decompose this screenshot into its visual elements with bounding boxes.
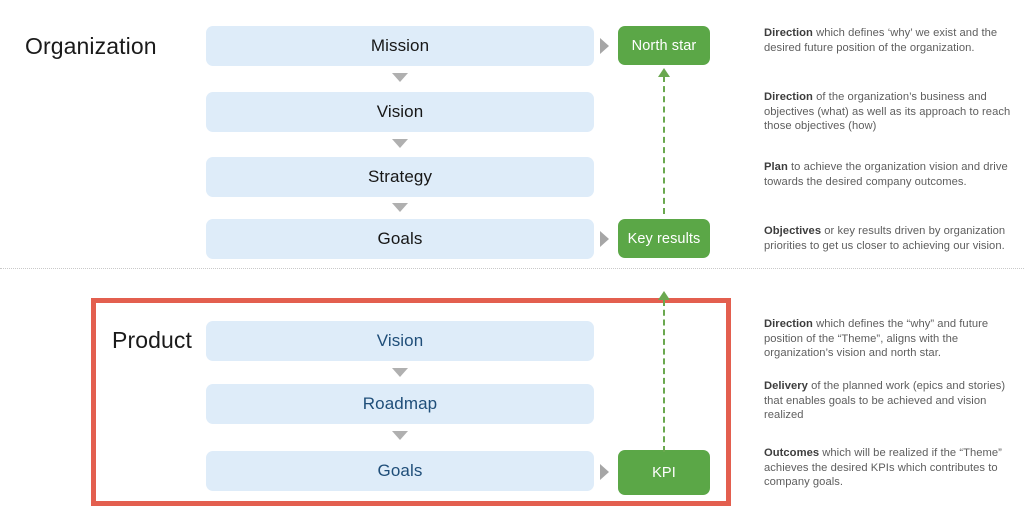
note-vision: Direction of the organization’s business… bbox=[764, 90, 1022, 134]
note-mission: Direction which defines ‘why’ we exist a… bbox=[764, 26, 1022, 55]
note-lead: Delivery bbox=[764, 380, 808, 392]
note-body: which defines ‘why’ we exist and the des… bbox=[764, 27, 998, 54]
note-lead: Direction bbox=[764, 27, 813, 39]
org-box-vision[interactable]: Vision bbox=[206, 92, 594, 132]
product-box-roadmap[interactable]: Roadmap bbox=[206, 384, 594, 424]
connector-down-arrow-icon bbox=[392, 73, 408, 82]
section-divider bbox=[0, 268, 1024, 269]
note-lead: Direction bbox=[764, 318, 813, 330]
note-strategy: Plan to achieve the organization vision … bbox=[764, 160, 1022, 189]
note-goals: Objectives or key results driven by orga… bbox=[764, 224, 1022, 253]
alignment-dashed-line bbox=[663, 300, 665, 452]
connector-down-arrow-icon bbox=[392, 203, 408, 212]
note-body: which will be realized if the “Theme” ac… bbox=[764, 447, 1002, 489]
note-body: which defines the “why” and future posit… bbox=[764, 318, 989, 360]
alignment-dashed-line bbox=[663, 76, 665, 214]
note-body: to achieve the organization vision and d… bbox=[764, 161, 1008, 188]
org-box-mission[interactable]: Mission bbox=[206, 26, 594, 66]
note-body: of the organization’s business and objec… bbox=[764, 91, 1011, 133]
connector-down-arrow-icon bbox=[392, 139, 408, 148]
product-section-heading: Product bbox=[112, 327, 192, 353]
connector-down-arrow-icon bbox=[392, 368, 408, 377]
note-body: or key results driven by organization pr… bbox=[764, 225, 1006, 252]
connector-down-arrow-icon bbox=[392, 431, 408, 440]
org-box-goals[interactable]: Goals bbox=[206, 219, 594, 259]
org-box-strategy[interactable]: Strategy bbox=[206, 157, 594, 197]
alignment-arrowhead-icon bbox=[658, 68, 670, 77]
badge-north-star[interactable]: North star bbox=[618, 26, 710, 65]
product-box-goals[interactable]: Goals bbox=[206, 451, 594, 491]
note-body: of the planned work (epics and stories) … bbox=[764, 380, 1006, 422]
organization-section-heading: Organization bbox=[25, 33, 157, 59]
note-lead: Objectives bbox=[764, 225, 822, 237]
product-box-vision[interactable]: Vision bbox=[206, 321, 594, 361]
badge-kpi[interactable]: KPI bbox=[618, 450, 710, 495]
note-lead: Direction bbox=[764, 91, 813, 103]
badge-pointer-arrow-icon bbox=[600, 231, 609, 247]
note-product-goals: Outcomes which will be realized if the “… bbox=[764, 446, 1022, 490]
note-product-vision: Direction which defines the “why” and fu… bbox=[764, 317, 1022, 361]
note-product-roadmap: Delivery of the planned work (epics and … bbox=[764, 379, 1022, 423]
badge-pointer-arrow-icon bbox=[600, 38, 609, 54]
note-lead: Plan bbox=[764, 161, 788, 173]
alignment-arrowhead-icon bbox=[658, 291, 670, 300]
product-highlight-frame bbox=[91, 298, 731, 506]
note-lead: Outcomes bbox=[764, 447, 820, 459]
badge-pointer-arrow-icon bbox=[600, 464, 609, 480]
badge-key-results[interactable]: Key results bbox=[618, 219, 710, 258]
